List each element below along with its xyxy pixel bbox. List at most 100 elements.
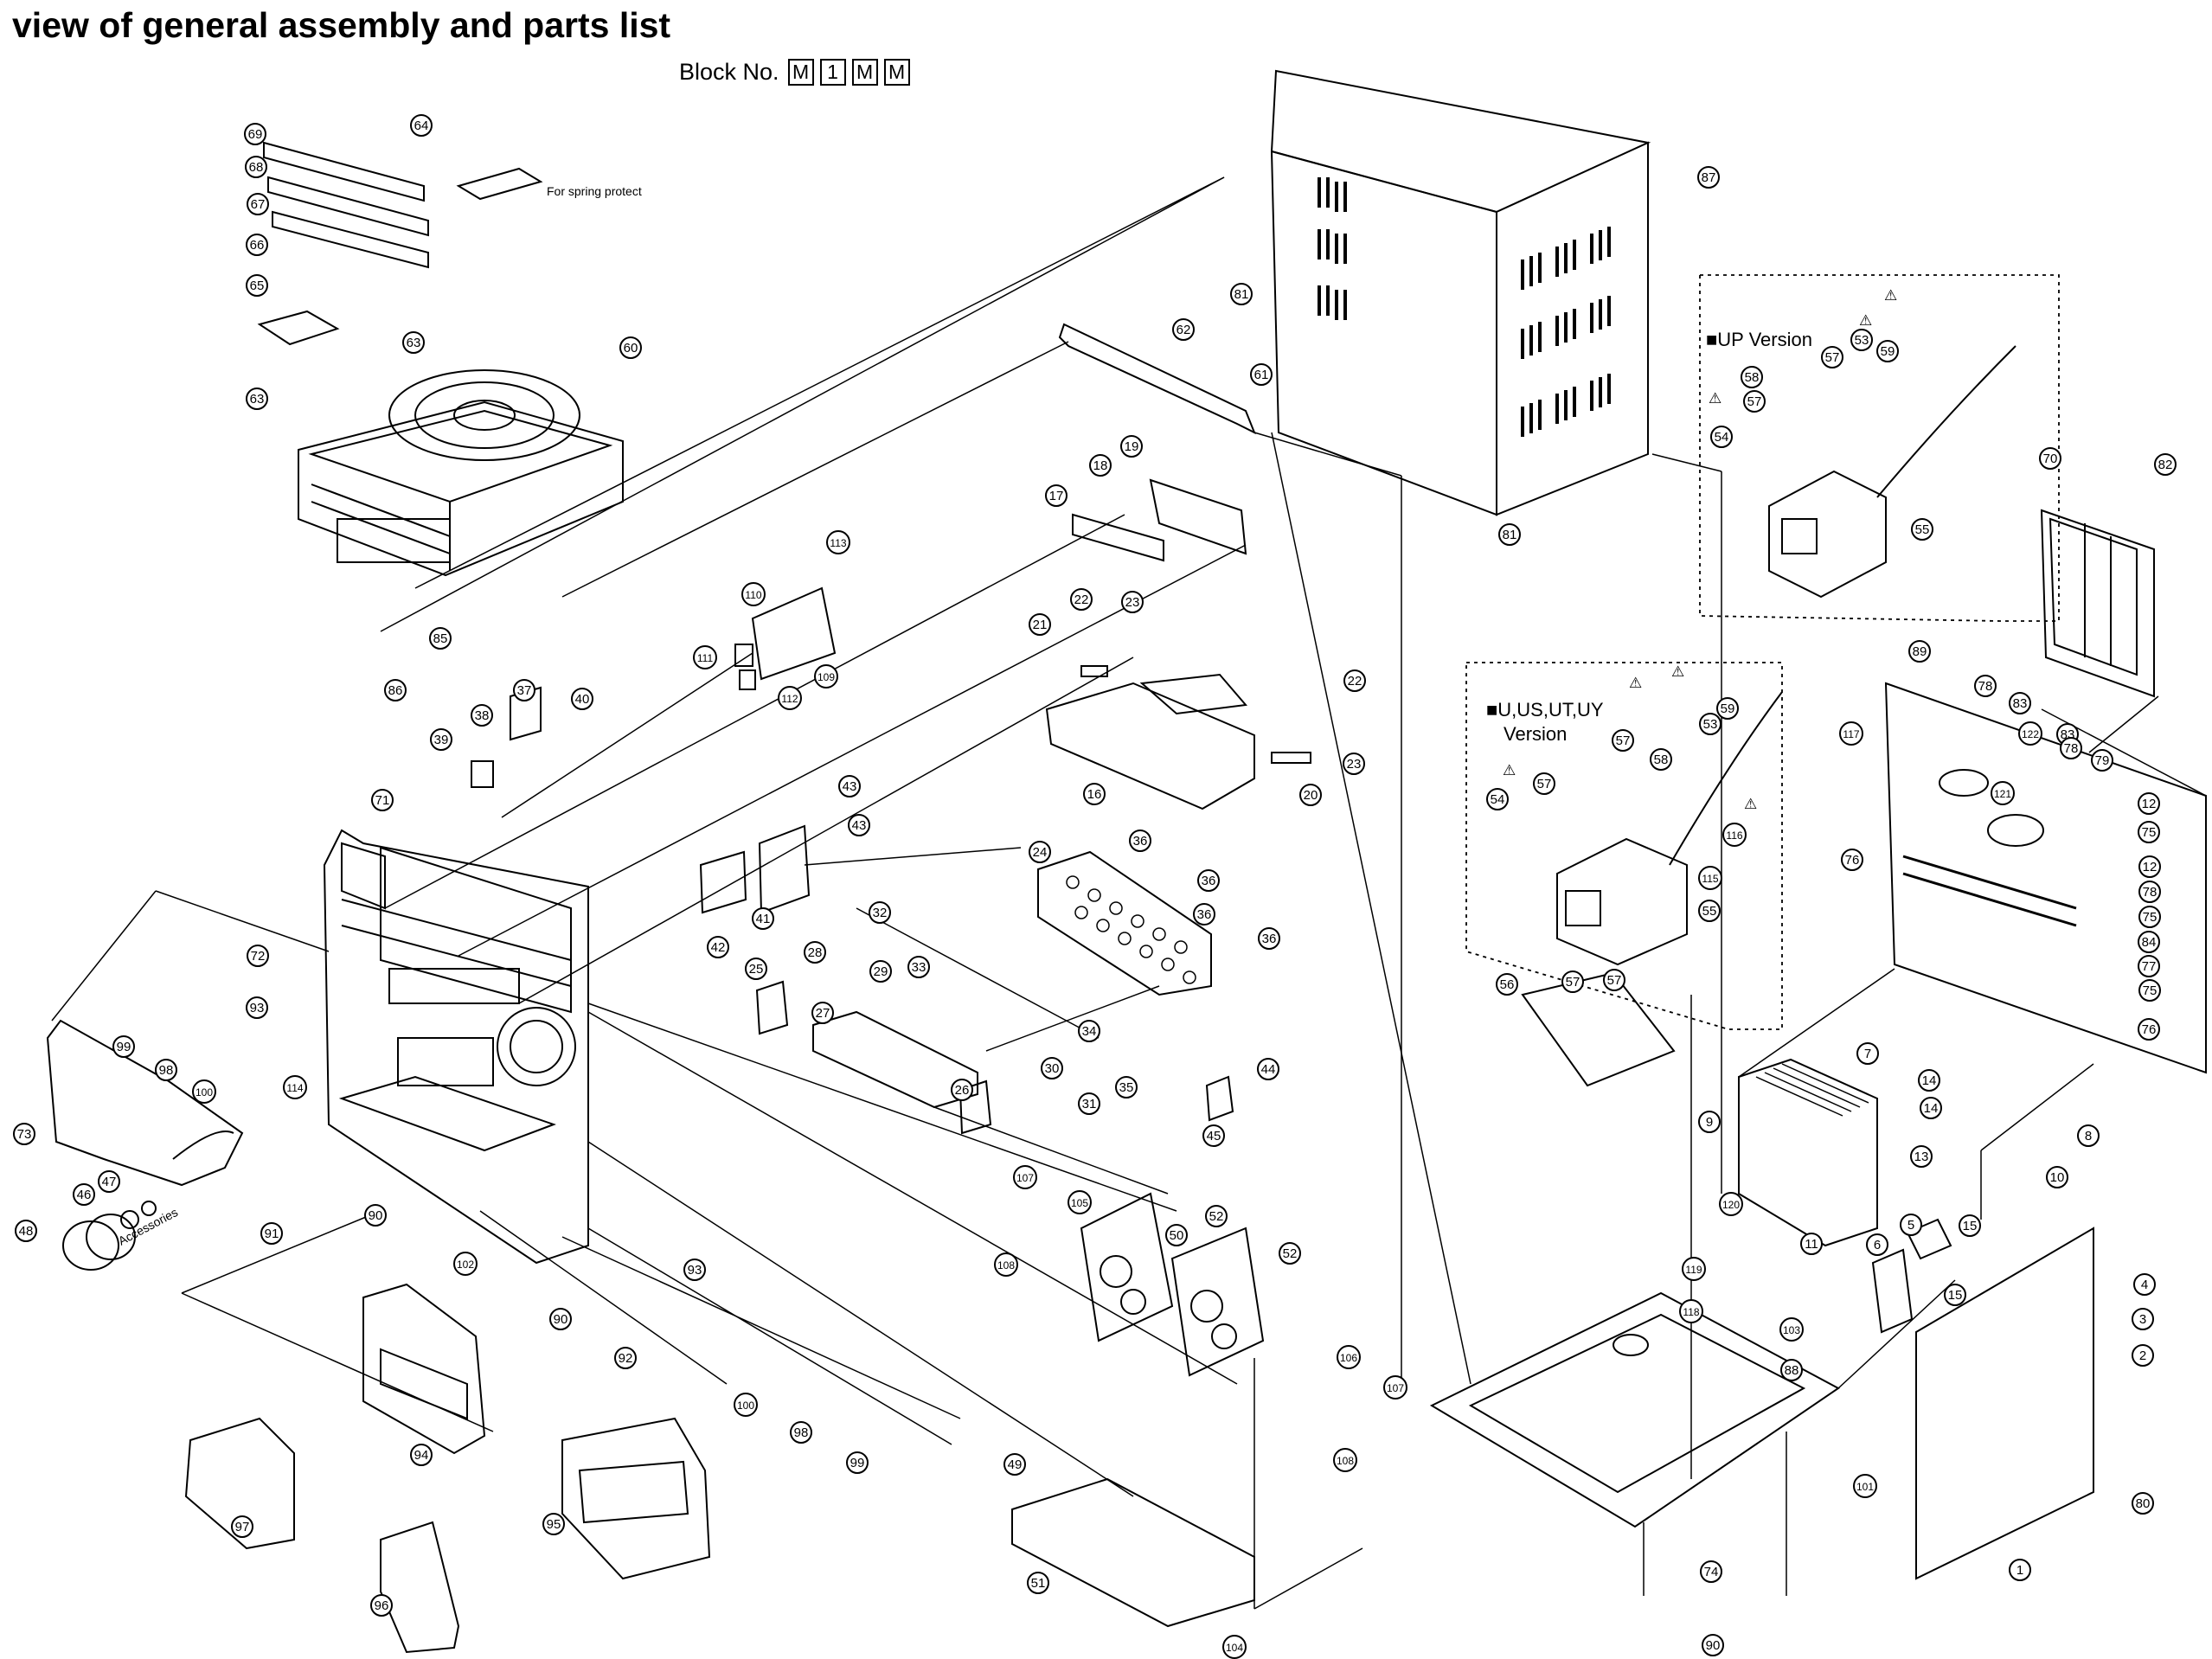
part-callout-117: 117 [1839,721,1863,746]
callout-circle [244,123,266,145]
callout-label: 76 [2142,1022,2157,1037]
callout-label: 44 [1261,1062,1276,1077]
part-callout-100: 100 [734,1393,758,1417]
callout-circle [907,956,930,978]
part-callout-50: 50 [1165,1224,1188,1246]
callout-label: 71 [375,793,390,808]
callout-circle [790,1421,812,1444]
callout-label: 91 [265,1227,279,1241]
callout-label: 60 [624,341,638,356]
callout-circle [471,704,493,727]
part-callout-78: 78 [2060,737,2082,759]
part-callout-35: 35 [1115,1076,1138,1099]
callout-label: 94 [414,1448,429,1463]
callout-circle [1045,484,1068,507]
part-callout-81: 81 [1230,283,1253,305]
part-callout-57: 57 [1821,346,1843,368]
part-callout-28: 28 [804,941,826,964]
part-callout-75: 75 [2138,979,2161,1002]
callout-label: 81 [1234,287,1249,302]
part-callout-70: 70 [2039,447,2061,470]
callout-label: 93 [688,1263,702,1278]
callout-label: 57 [1566,975,1580,990]
callout-circle [1230,283,1253,305]
callout-label: 52 [1209,1209,1224,1224]
callout-circle [1698,866,1722,890]
warning-icon: ⚠ [1744,796,1757,812]
part-callout-11: 11 [1800,1233,1823,1255]
callout-label: 53 [1855,333,1869,348]
callout-label: 112 [781,693,798,705]
callout-label: 10 [2050,1170,2065,1185]
board-109 [734,586,837,690]
callout-circle [1650,748,1672,771]
bracket-19 [1149,478,1247,555]
callout-circle [2039,447,2061,470]
callout-label: 18 [1093,458,1108,473]
callout-label: 33 [912,960,926,975]
callout-circle [245,156,267,178]
part-callout-84: 84 [2138,931,2160,953]
part-callout-45: 45 [1202,1124,1225,1147]
callout-circle [1716,697,1739,720]
part-callout-26: 26 [951,1079,973,1101]
callout-circle [1603,969,1625,991]
part-callout-2: 2 [2132,1344,2154,1367]
callout-label: 105 [1071,1197,1088,1209]
callout-circle [2138,979,2161,1002]
callout-circle [614,1347,637,1369]
callout-label: 111 [697,652,714,664]
part-callout-16: 16 [1083,783,1106,805]
part-callout-5: 5 [1900,1214,1922,1236]
part-callout-60: 60 [619,336,642,359]
callout-label: 38 [475,708,490,723]
part-callout-19: 19 [1120,435,1143,458]
callout-circle [371,789,394,811]
callout-circle [1250,363,1273,386]
part-callout-89: 89 [1908,640,1931,663]
callout-label: 69 [248,127,263,142]
callout-circle [811,1002,834,1024]
callout-label: 22 [1348,674,1362,689]
callout-circle [1205,1205,1228,1227]
part-callout-94: 94 [410,1444,433,1466]
callout-label: 37 [517,683,532,698]
callout-label: 100 [196,1086,213,1099]
callout-label: 117 [1843,728,1859,740]
bracket-6 [1871,1248,1914,1334]
bracket-61 [1058,323,1256,435]
part-callout-47: 47 [98,1170,120,1193]
callout-label: 36 [1197,907,1212,922]
board-42 [699,850,747,914]
callout-label: 63 [250,392,265,407]
part-callout-7: 7 [1856,1042,1879,1065]
warning-icon: ⚠ [1884,287,1897,304]
callout-label: 9 [1706,1115,1713,1130]
callout-label: 61 [1254,368,1269,382]
callout-circle [869,960,892,983]
callout-circle [384,679,407,701]
part-callout-54: 54 [1710,426,1733,448]
callout-circle [283,1075,307,1099]
part-callout-57: 57 [1561,970,1584,993]
part-callout-98: 98 [155,1059,177,1081]
callout-circle [1911,518,1933,541]
part-callout-53: 53 [1699,713,1722,735]
callout-circle [402,331,425,354]
callout-label: 120 [1722,1199,1740,1211]
part-callout-43: 43 [838,775,861,797]
part-callout-54: 54 [1486,788,1509,810]
warning-icon: ⚠ [1503,762,1516,778]
callout-label: 17 [1049,489,1064,503]
callout-label: 26 [955,1083,970,1098]
callout-label: 119 [1685,1264,1702,1276]
callout-label: 99 [117,1040,131,1054]
callout-circle [2138,1018,2160,1041]
part-callout-36: 36 [1258,927,1280,950]
part-callout-103: 103 [1779,1317,1804,1342]
callout-label: 22 [1074,592,1089,607]
callout-label: 50 [1170,1228,1184,1243]
callout-circle [246,274,268,297]
part-callout-27: 27 [811,1002,834,1024]
part-callout-116: 116 [1722,823,1747,847]
